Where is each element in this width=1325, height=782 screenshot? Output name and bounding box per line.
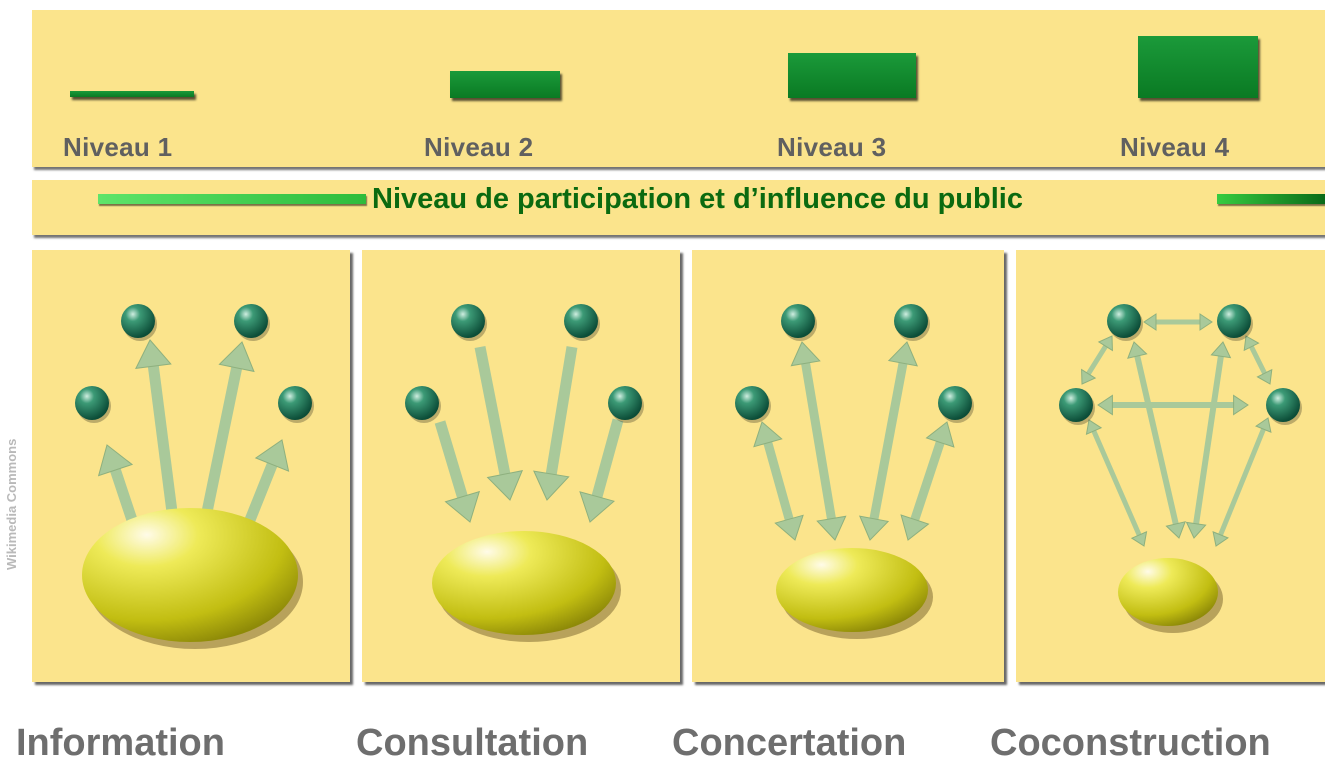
participant-node (234, 304, 268, 338)
caption-information: Information (16, 722, 225, 764)
authority-ellipse (82, 508, 298, 642)
participation-axis: Niveau de participation et d’influence d… (32, 180, 1325, 235)
participant-node (894, 304, 928, 338)
arrow (1085, 419, 1148, 547)
levels-band: Niveau 1 Niveau 2 Niveau 3 Niveau 4 (32, 10, 1325, 167)
panel-information (32, 250, 350, 682)
level-2-bar (450, 71, 560, 98)
arrow (900, 421, 955, 541)
participant-node (1266, 388, 1300, 422)
arrow (1081, 335, 1113, 385)
caption-coconstruction: Coconstruction (990, 722, 1271, 764)
wikimedia-watermark: Wikimedia Commons (4, 438, 19, 570)
arrow (1185, 341, 1232, 539)
arrow (244, 439, 290, 523)
participant-node (781, 304, 815, 338)
arrow (201, 341, 255, 514)
caption-concertation: Concertation (672, 722, 907, 764)
level-4-bar (1138, 36, 1258, 98)
participant-node (608, 386, 642, 420)
participant-node (75, 386, 109, 420)
level-3-bar (788, 53, 916, 98)
axis-right-bar (1217, 194, 1325, 204)
arrow (533, 346, 578, 501)
participant-node (564, 304, 598, 338)
participant-node (121, 304, 155, 338)
arrow (1212, 417, 1272, 547)
level-4-label: Niveau 4 (1120, 132, 1230, 162)
arrow (474, 345, 524, 501)
arrow (1243, 335, 1273, 385)
arrow (579, 418, 624, 523)
arrow (434, 420, 481, 523)
arrow (1097, 394, 1249, 416)
panel-consultation (362, 250, 680, 682)
authority-ellipse (432, 531, 616, 635)
caption-consultation: Consultation (356, 722, 589, 764)
authority-ellipse (1118, 558, 1218, 626)
level-3-label: Niveau 3 (777, 132, 887, 162)
participant-node (1059, 388, 1093, 422)
participant-node (735, 386, 769, 420)
participant-node (278, 386, 312, 420)
level-1-bar (70, 91, 194, 97)
coconstruction-diagram (1059, 304, 1302, 633)
arrow (858, 341, 919, 541)
concertation-diagram (735, 304, 974, 639)
arrow (753, 421, 804, 541)
level-1-label: Niveau 1 (63, 132, 173, 162)
participant-node (1107, 304, 1141, 338)
arrow (135, 339, 178, 513)
participant-node (451, 304, 485, 338)
panel-concertation (692, 250, 1004, 682)
authority-ellipse (776, 548, 928, 632)
arrow (790, 341, 847, 541)
participant-node (938, 386, 972, 420)
arrow (1127, 341, 1186, 539)
level-2-label: Niveau 2 (424, 132, 534, 162)
arrow (1143, 313, 1213, 331)
axis-left-bar (98, 194, 366, 204)
axis-title: Niveau de participation et d’influence d… (372, 183, 1023, 215)
information-diagram (75, 304, 314, 649)
panel-coconstruction (1016, 250, 1325, 682)
arrow (97, 444, 138, 522)
participant-node (405, 386, 439, 420)
consultation-diagram (405, 304, 644, 642)
participant-node (1217, 304, 1251, 338)
